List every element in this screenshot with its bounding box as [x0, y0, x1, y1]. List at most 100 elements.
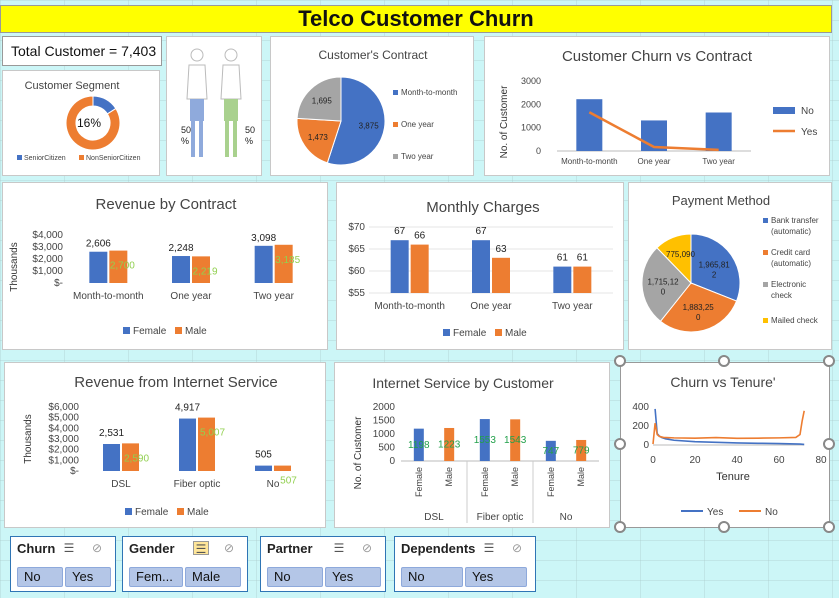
payment-legend-label-2-0: Electronic — [771, 280, 806, 289]
revenue-internet-xtick-2: No — [267, 479, 280, 490]
multi-select-icon[interactable]: ☰ — [333, 541, 345, 555]
revenue-contract-ytick-2: $2,000 — [32, 254, 63, 265]
churn-contract-ytick-3: 3000 — [521, 76, 541, 86]
internet-customer-ytick-3: 1500 — [373, 416, 396, 427]
payment-value-label-1-1: 0 — [696, 313, 701, 322]
churn-tenure-xtick-1: 20 — [689, 455, 701, 466]
payment-value-label-2-0: 1,715,12 — [647, 277, 679, 286]
revenue-contract-legend-swatch-0 — [123, 327, 130, 334]
internet-customer-ytick-0: 0 — [389, 456, 395, 467]
churn-tenure-xtick-2: 40 — [731, 455, 743, 466]
dashboard-title: Telco Customer Churn — [0, 5, 832, 33]
male-figure-leg-left — [225, 121, 229, 157]
slicer-partner-title: Partner — [267, 541, 313, 556]
internet-customer-group-label-1: Fiber optic — [477, 512, 524, 523]
revenue-internet-ylabel: Thousands — [23, 414, 34, 463]
slicer-churn-title: Churn — [17, 541, 56, 556]
churn-contract-series-yes — [588, 111, 719, 152]
payment-value-label-0-0: 1,965,81 — [699, 260, 731, 269]
slicer-dependents-yes[interactable]: Yes — [465, 567, 527, 587]
revenue-internet-bar-female-1 — [179, 418, 196, 471]
monthly-charges-datalabel-female-0: 67 — [394, 226, 406, 237]
clear-filter-icon[interactable]: ⊘ — [223, 541, 235, 555]
multi-select-icon[interactable]: ☰ — [193, 541, 209, 556]
contract-legend-swatch-2 — [393, 154, 398, 159]
monthly-charges-legend-swatch-1 — [495, 329, 502, 336]
slicer-gender-male[interactable]: Male — [185, 567, 241, 587]
clear-filter-icon[interactable]: ⊘ — [511, 541, 523, 555]
internet-customer-bar-2-female — [545, 440, 556, 461]
multi-select-icon[interactable]: ☰ — [483, 541, 495, 555]
revenue-contract-bar-female-2 — [254, 245, 273, 283]
revenue-internet-xtick-1: Fiber optic — [174, 479, 221, 490]
slicer-churn-no[interactable]: No — [17, 567, 63, 587]
churn-contract-bar-2 — [705, 112, 732, 151]
revenue-internet-datalabel-female-2: 505 — [255, 450, 272, 461]
payment-slice-3 — [656, 233, 692, 285]
revenue-internet-ytick-2: $2,000 — [48, 445, 79, 456]
resize-handle-bottom-middle[interactable] — [718, 521, 730, 533]
contract-value-label-2: 1,695 — [312, 97, 333, 106]
churn-contract-ytick-1: 1000 — [521, 123, 541, 133]
revenue-contract-ylabel: Thousands — [9, 242, 20, 291]
churn-tenure-xtick-3: 60 — [773, 455, 785, 466]
churn-tenure-xtick-4: 80 — [815, 455, 827, 466]
churn-tenure-series-yes — [654, 408, 805, 446]
churn-tenure-legend-label-1: No — [765, 507, 778, 518]
revenue-contract-legend-swatch-1 — [175, 327, 182, 334]
revenue-internet-ytick-5: $5,000 — [48, 413, 79, 424]
internet-customer-ytick-4: 2000 — [373, 402, 396, 413]
slicer-gender[interactable]: Gender ☰ ⊘ Fem... Male — [122, 536, 248, 592]
churn-contract-legend-swatch-no — [773, 107, 795, 114]
contract-pie-chart: Customer's Contract3,8751,4731,695Month-… — [296, 48, 457, 166]
total-customer-box: Total Customer = 7,403 — [2, 36, 162, 66]
revenue-contract-bar-female-0 — [89, 251, 108, 283]
slicer-partner-yes[interactable]: Yes — [325, 567, 381, 587]
revenue-contract-bar-male-2 — [274, 244, 293, 283]
resize-handle-middle-right[interactable] — [823, 438, 835, 450]
slicer-gender-female[interactable]: Fem... — [129, 567, 183, 587]
internet-customer-ylabel: No. of Customer — [353, 416, 364, 489]
resize-handle-top-middle[interactable] — [718, 355, 730, 367]
clear-filter-icon[interactable]: ⊘ — [91, 541, 103, 555]
slicer-partner-no[interactable]: No — [267, 567, 323, 587]
churn-tenure-xtick-0: 0 — [650, 455, 656, 466]
resize-handle-top-left[interactable] — [614, 355, 626, 367]
revenue-contract-xtick-1: One year — [170, 291, 212, 302]
internet-customer-ytick-2: 1000 — [373, 429, 396, 440]
clear-filter-icon[interactable]: ⊘ — [361, 541, 373, 555]
revenue-contract-bar-male-1 — [192, 256, 210, 283]
revenue-internet-legend-swatch-0 — [125, 508, 132, 515]
revenue-contract-ytick-1: $1,000 — [32, 266, 63, 277]
monthly-charges-bar-male-1 — [492, 257, 510, 293]
slicer-dependents-no[interactable]: No — [401, 567, 463, 587]
resize-handle-top-right[interactable] — [823, 355, 835, 367]
slicer-partner[interactable]: Partner ☰ ⊘ No Yes — [260, 536, 386, 592]
monthly-charges-bar-male-0 — [410, 244, 429, 293]
resize-handle-middle-left[interactable] — [614, 438, 626, 450]
segment-legend-label-1: NonSeniorCitizen — [86, 155, 141, 162]
revenue-contract-legend-label-0: Female — [133, 326, 167, 337]
internet-customer-subtick-1-male: Male — [510, 467, 520, 487]
slicer-churn[interactable]: Churn ☰ ⊘ No Yes — [10, 536, 116, 592]
contract-legend-label-1: One year — [401, 120, 434, 129]
slicer-churn-yes[interactable]: Yes — [65, 567, 111, 587]
multi-select-icon[interactable]: ☰ — [63, 541, 75, 555]
revenue-contract-bar-male-0 — [109, 250, 128, 283]
slicer-dependents[interactable]: Dependents ☰ ⊘ No Yes — [394, 536, 536, 592]
contract-slice-1 — [296, 117, 342, 164]
resize-handle-bottom-right[interactable] — [823, 521, 835, 533]
internet-customer-datalabel-0-male: 1223 — [438, 439, 461, 450]
resize-handle-bottom-left[interactable] — [614, 521, 626, 533]
revenue-contract-xtick-0: Month-to-month — [73, 291, 144, 302]
gender-figures-card[interactable]: 50%50% — [166, 36, 262, 176]
